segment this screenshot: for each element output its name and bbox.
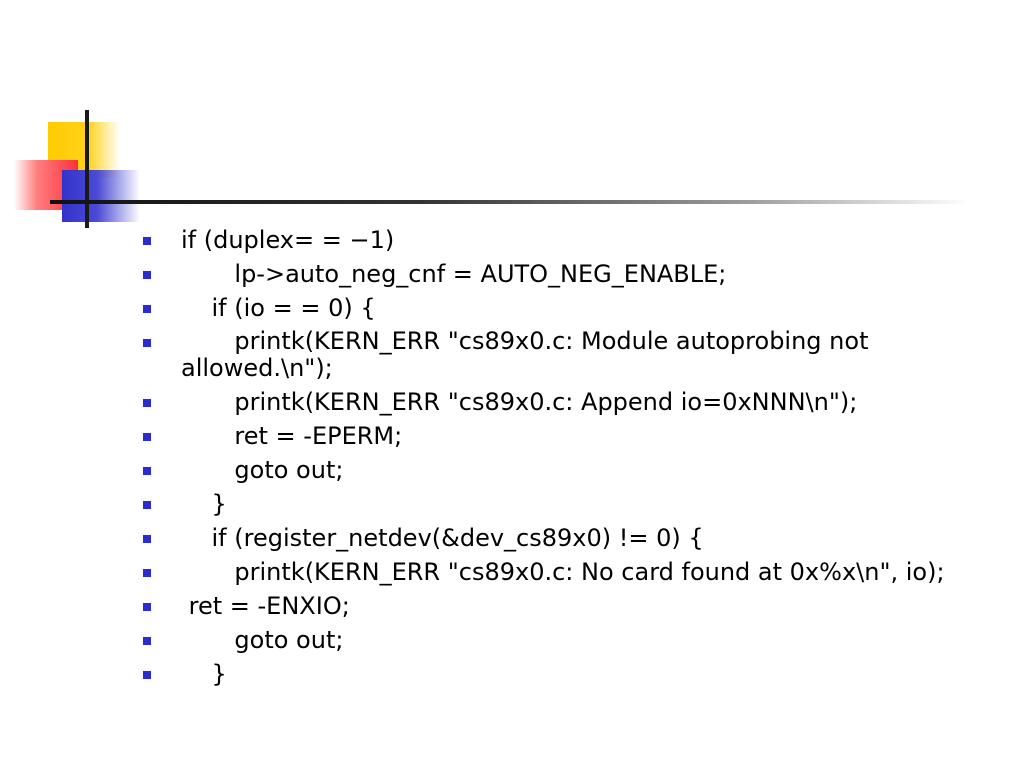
list-item: ret = -ENXIO; xyxy=(143,592,1013,620)
list-item-text: if (register_netdev(&dev_cs89x0) != 0) { xyxy=(181,524,704,552)
list-item: printk(KERN_ERR "cs89x0.c: Append io=0xN… xyxy=(143,388,1013,416)
bullet-icon xyxy=(143,399,151,407)
bullet-list: if (duplex= = −1) lp->auto_neg_cnf = AUT… xyxy=(143,226,1013,694)
bullet-icon xyxy=(143,569,151,577)
list-item-text: if (duplex= = −1) xyxy=(181,226,395,254)
blue-square xyxy=(62,170,140,222)
list-item-text: printk(KERN_ERR "cs89x0.c: Append io=0xN… xyxy=(181,388,858,416)
list-item-text: printk(KERN_ERR "cs89x0.c: No card found… xyxy=(181,558,945,586)
list-item-text: } xyxy=(181,660,227,688)
bullet-icon xyxy=(143,433,151,441)
list-item: goto out; xyxy=(143,456,1013,484)
list-item: lp->auto_neg_cnf = AUTO_NEG_ENABLE; xyxy=(143,260,1013,288)
bullet-icon xyxy=(143,603,151,611)
bullet-icon xyxy=(143,339,151,347)
bullet-icon xyxy=(143,271,151,279)
list-item-text: if (io = = 0) { xyxy=(181,294,376,322)
bullet-icon xyxy=(143,535,151,543)
list-item-text: printk(KERN_ERR "cs89x0.c: Module autopr… xyxy=(181,327,877,382)
bullet-icon xyxy=(143,501,151,509)
bullet-icon xyxy=(143,671,151,679)
list-item: } xyxy=(143,490,1013,518)
list-item: printk(KERN_ERR "cs89x0.c: Module autopr… xyxy=(143,328,1013,382)
list-item-text: ret = -EPERM; xyxy=(181,422,403,450)
vertical-rule xyxy=(85,110,89,228)
list-item: if (duplex= = −1) xyxy=(143,226,1013,254)
list-item-text: } xyxy=(181,490,227,518)
list-item: } xyxy=(143,660,1013,688)
horizontal-rule xyxy=(50,200,970,204)
bullet-icon xyxy=(143,305,151,313)
list-item-text: lp->auto_neg_cnf = AUTO_NEG_ENABLE; xyxy=(181,260,727,288)
list-item-text: ret = -ENXIO; xyxy=(181,592,350,620)
list-item: goto out; xyxy=(143,626,1013,654)
bullet-icon xyxy=(143,467,151,475)
title-decoration xyxy=(0,0,1024,240)
list-item-text: goto out; xyxy=(181,456,344,484)
bullet-icon xyxy=(143,637,151,645)
list-item: if (register_netdev(&dev_cs89x0) != 0) { xyxy=(143,524,1013,552)
bullet-icon xyxy=(143,237,151,245)
list-item-text: goto out; xyxy=(181,626,344,654)
list-item: printk(KERN_ERR "cs89x0.c: No card found… xyxy=(143,558,1013,586)
list-item: if (io = = 0) { xyxy=(143,294,1013,322)
list-item: ret = -EPERM; xyxy=(143,422,1013,450)
